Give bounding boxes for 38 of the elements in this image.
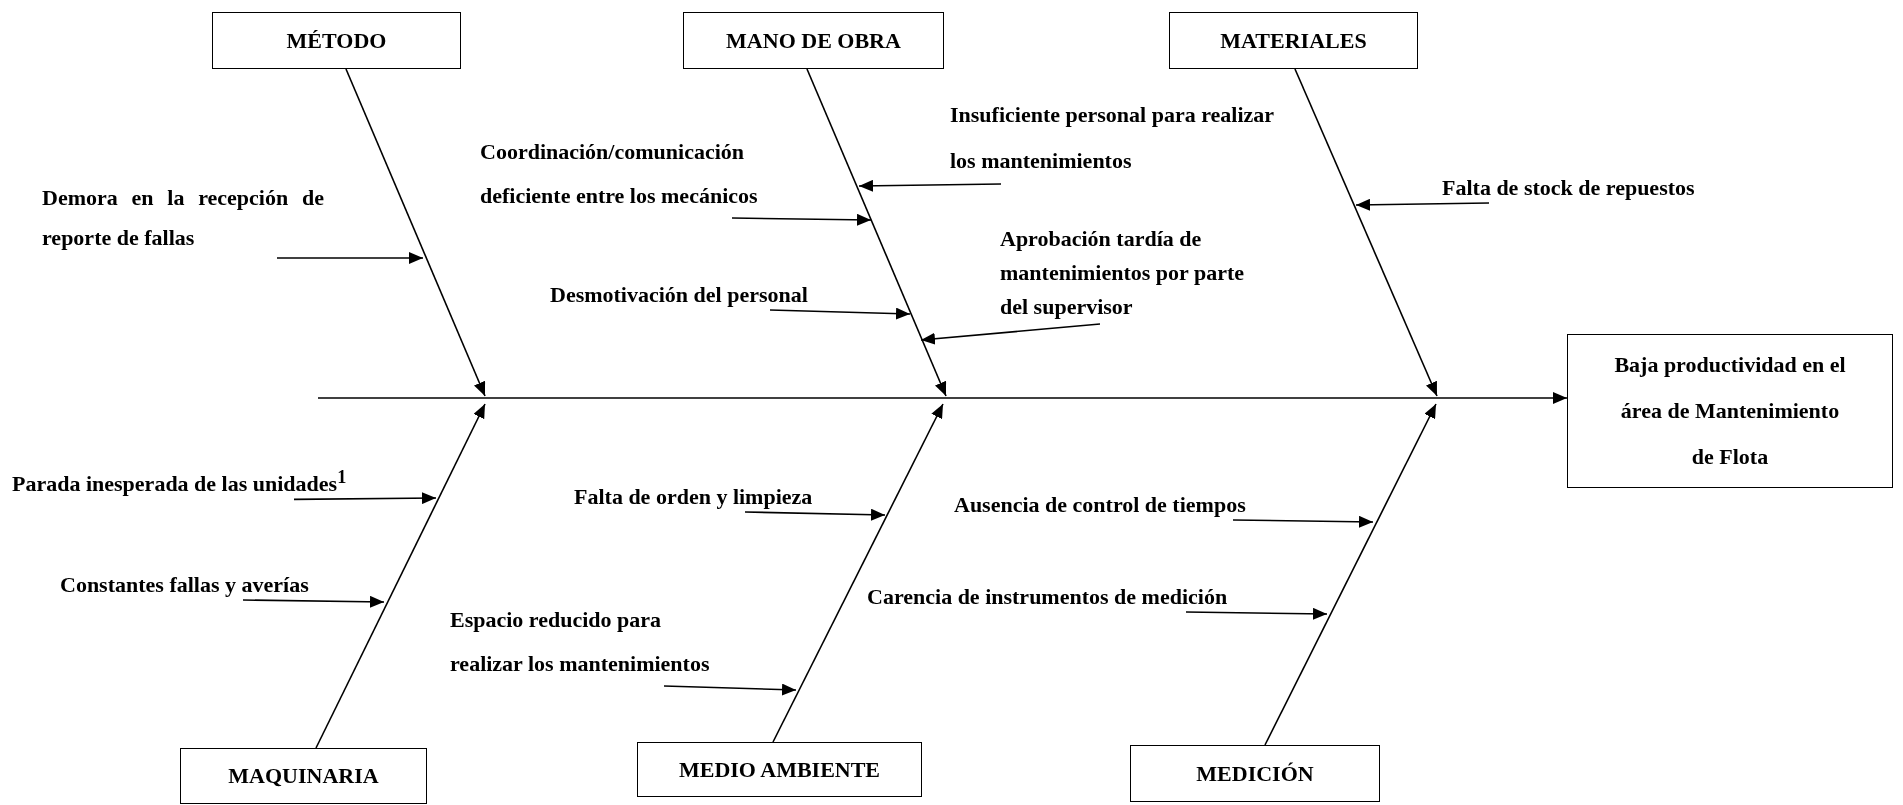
category-box: MANO DE OBRA: [683, 12, 944, 69]
bone-arrow: [315, 403, 486, 749]
arrow: [1355, 198, 1490, 211]
arrow: [1185, 607, 1328, 620]
cause-label: Aprobación tardía de mantenimientos por parte del supervisor: [1000, 222, 1272, 324]
cause-label: Coordinación/comunicación deficiente entre los mecánicos: [480, 130, 768, 218]
category-box: MEDICIÓN: [1130, 745, 1380, 802]
arrow: [769, 307, 911, 320]
bone-arrow: [1264, 403, 1437, 746]
arrow: [276, 252, 424, 264]
bone-arrow: [772, 403, 944, 743]
arrow: [920, 323, 1101, 345]
arrow: [242, 595, 385, 608]
arrow: [858, 179, 1002, 192]
arrow: [1232, 515, 1374, 528]
category-box: MÉTODO: [212, 12, 461, 69]
bone-arrow: [1294, 68, 1438, 397]
cause-label: Demora en la recepción de reporte de fallas: [42, 178, 324, 258]
cause-label: Falta de stock de repuestos: [1442, 173, 1695, 203]
arrow: [663, 683, 797, 696]
bone-arrow: [806, 68, 947, 397]
cause-label: Insuficiente personal para realizar los mantenimientos: [950, 92, 1280, 184]
cause-label: Constantes fallas y averías: [60, 570, 309, 600]
bone-arrow: [345, 68, 486, 397]
cause-label: Desmotivación del personal: [550, 280, 808, 310]
spine-arrow: [317, 392, 1568, 404]
arrow: [731, 213, 872, 226]
cause-label: Carencia de instrumentos de medición: [867, 582, 1228, 612]
category-box: MEDIO AMBIENTE: [637, 742, 922, 797]
cause-label: Falta de orden y limpieza: [574, 482, 813, 512]
category-box: MAQUINARIA: [180, 748, 427, 804]
arrow: [293, 492, 437, 505]
cause-label: Parada inesperada de las unidades$^{1}$: [12, 462, 347, 500]
cause-label: Espacio reducido para realizar los mantenimientos: [450, 598, 736, 686]
cause-label: Ausencia de control de tiempos: [954, 490, 1246, 520]
effect-box: Baja productividad en el área de Mantenimiento de Flota: [1567, 334, 1893, 488]
arrow: [744, 508, 886, 521]
category-box: MATERIALES: [1169, 12, 1418, 69]
